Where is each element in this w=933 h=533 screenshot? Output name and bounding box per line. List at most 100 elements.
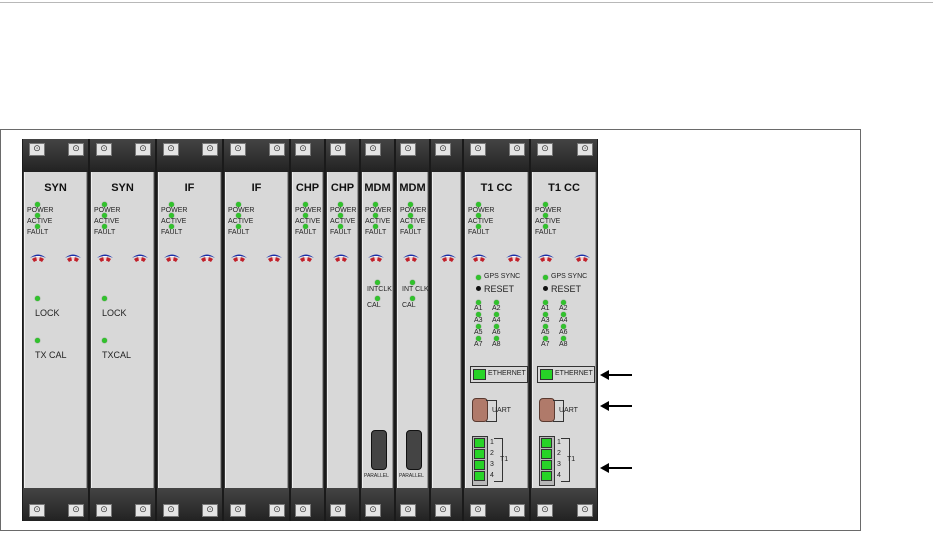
uart-connector-icon[interactable] [472, 398, 488, 422]
company-logo-icon [506, 254, 522, 262]
screw-icon: ⊙ [96, 504, 112, 517]
arrow-t1 [600, 463, 632, 473]
rail-bot: ⊙⊙ [464, 488, 529, 521]
status-led [543, 202, 548, 207]
status-led-label: FAULT [330, 229, 352, 236]
t1-bracket [561, 438, 570, 482]
t1-port-number: 2 [557, 450, 561, 457]
status-led [169, 213, 174, 218]
arrow-ethernet [600, 370, 632, 380]
status-led-label: FAULT [161, 229, 183, 236]
status-led-label: FAULT [535, 229, 557, 236]
ethernet-label: ETHERNET [555, 370, 593, 377]
screw-icon: ⊙ [470, 143, 486, 156]
uart-connector-icon[interactable] [539, 398, 555, 422]
status-led-label: ACTIVE [365, 218, 391, 225]
status-led-label: FAULT [228, 229, 250, 236]
status-led-label: POWER [94, 207, 121, 214]
status-led [375, 296, 380, 301]
alarm-label: A2 [492, 305, 501, 312]
rail-top: ⊙⊙ [90, 139, 155, 172]
reset-button[interactable] [543, 286, 548, 291]
t1-port-jack-icon [541, 438, 552, 448]
screw-icon: ⊙ [577, 143, 593, 156]
rail-top: ⊙ [431, 139, 462, 172]
status-led [303, 224, 308, 229]
t1-label: T1 [567, 456, 576, 463]
status-led [35, 296, 40, 301]
parallel-connector-label: PARALLEL [399, 473, 424, 479]
card-title: SYN [44, 182, 67, 194]
rail-bot: ⊙ [326, 488, 359, 521]
rail-top: ⊙ [291, 139, 324, 172]
status-led [35, 202, 40, 207]
status-led [35, 224, 40, 229]
alarm-label: A1 [474, 305, 483, 312]
rail-bot: ⊙⊙ [224, 488, 289, 521]
gps-sync-label: GPS SYNC [484, 273, 521, 280]
screw-icon: ⊙ [509, 143, 525, 156]
rail-bot: ⊙ [431, 488, 462, 521]
t1-port-number: 1 [490, 439, 494, 446]
alarm-led [494, 300, 499, 305]
status-led-label: POWER [365, 207, 392, 214]
status-led-label: FAULT [400, 229, 422, 236]
t1-port-number: 4 [557, 472, 561, 479]
status-led-label: ACTIVE [94, 218, 120, 225]
alarm-label: A4 [492, 317, 501, 324]
alarm-led [561, 312, 566, 317]
status-led [408, 213, 413, 218]
status-led [102, 296, 107, 301]
card-9-blank: ⊙⊙ [430, 139, 463, 521]
screw-icon: ⊙ [163, 143, 179, 156]
alarm-label: A5 [474, 329, 483, 336]
card-title: IF [251, 182, 262, 194]
company-logo-icon [574, 254, 590, 262]
company-logo-icon [440, 254, 456, 262]
ethernet-jack-icon [540, 369, 553, 380]
alarm-label: A7 [474, 341, 483, 348]
screw-icon: ⊙ [135, 143, 151, 156]
rail-top: ⊙⊙ [23, 139, 88, 172]
card-title: CHP [330, 182, 355, 194]
screw-icon: ⊙ [269, 504, 285, 517]
status-led [476, 213, 481, 218]
status-led [35, 213, 40, 218]
alarm-led [543, 312, 548, 317]
t1-port-jack-icon [541, 460, 552, 470]
status-led-label: POWER [468, 207, 495, 214]
card-title: MDM [399, 182, 426, 194]
screw-icon: ⊙ [435, 143, 451, 156]
status-led-label: ACTIVE [27, 218, 53, 225]
screw-icon: ⊙ [29, 143, 45, 156]
rail-top: ⊙⊙ [464, 139, 529, 172]
rail-top: ⊙⊙ [157, 139, 222, 172]
reset-button[interactable] [476, 286, 481, 291]
alarm-label: A4 [559, 317, 568, 324]
rail-top: ⊙ [361, 139, 394, 172]
screw-icon: ⊙ [269, 143, 285, 156]
status-led [169, 224, 174, 229]
top-divider-line [0, 2, 933, 3]
ethernet-port[interactable]: ETHERNET [537, 366, 595, 383]
alarm-led [494, 336, 499, 341]
screw-icon: ⊙ [202, 504, 218, 517]
company-logo-icon [403, 254, 419, 262]
rail-bot: ⊙⊙ [90, 488, 155, 521]
status-led-label: FAULT [365, 229, 387, 236]
status-led [338, 202, 343, 207]
ethernet-port[interactable]: ETHERNET [470, 366, 528, 383]
status-led-label: ACTIVE [535, 218, 561, 225]
t1-port-jack-icon [474, 460, 485, 470]
alarm-label: A6 [559, 329, 568, 336]
